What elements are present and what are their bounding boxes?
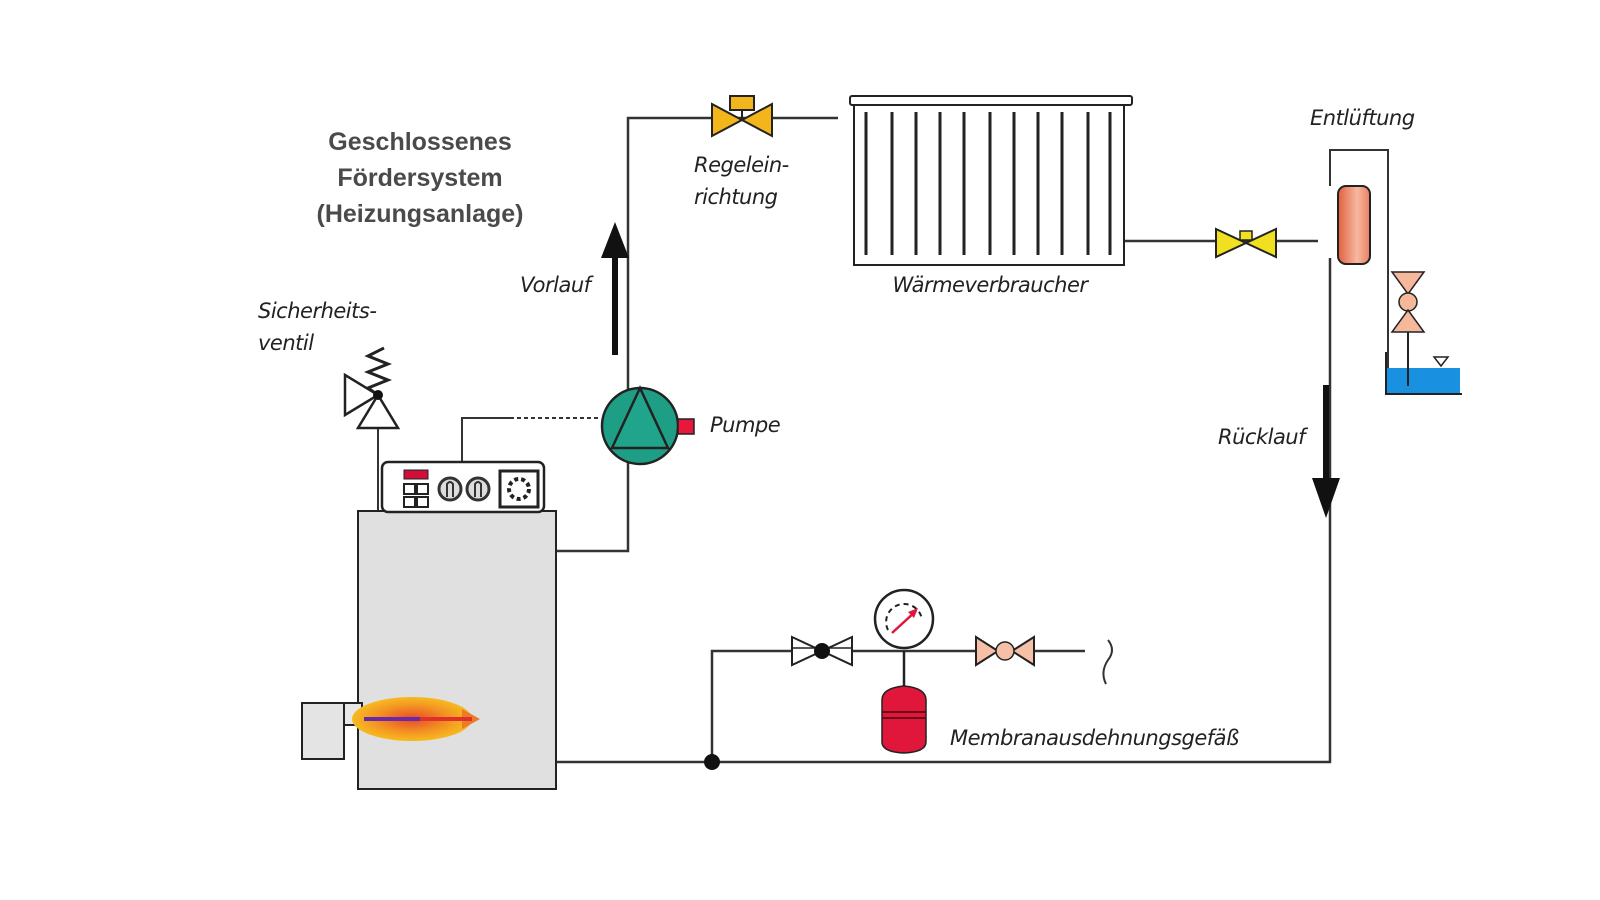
- safety-valve-label-line-1: Sicherheits-: [258, 299, 376, 323]
- return-pipe: [556, 258, 1332, 764]
- arrow-up-icon: [601, 222, 629, 258]
- control-valve-label-line-1: Regelein-: [694, 153, 789, 177]
- pipe-break-icon: [1102, 639, 1113, 685]
- title-line-2: Fördersystem: [337, 164, 502, 192]
- safety-valve-spring-icon: [363, 346, 393, 397]
- air-separator: [1337, 185, 1371, 265]
- water-collection-tank: [1385, 332, 1462, 395]
- panel-display-icon: [498, 469, 540, 509]
- expansion-vessel-body: [881, 685, 927, 754]
- safety-valve: [343, 346, 401, 430]
- panel-dial-1: [437, 476, 463, 502]
- panel-button-1: [403, 483, 416, 495]
- radiator-top-rail: [849, 95, 1133, 106]
- title-line-1: Geschlossenes: [328, 128, 511, 156]
- safety-valve-outlet-triangle: [343, 372, 381, 418]
- pressure-gauge: [873, 588, 935, 690]
- water-level: [1386, 368, 1460, 393]
- panel-button-3: [403, 496, 416, 508]
- panel-button-2: [416, 483, 429, 495]
- ball-valve: [791, 635, 853, 667]
- supply-label: Vorlauf: [520, 273, 595, 297]
- panel-dial-2: [465, 476, 491, 502]
- venting-label: Entlüftung: [1310, 106, 1415, 130]
- return-label: Rücklauf: [1218, 425, 1309, 449]
- boiler-body: [357, 510, 557, 790]
- cap-valve: [975, 635, 1035, 667]
- circulation-pump: [600, 385, 695, 466]
- radiator-fins: [864, 112, 1112, 255]
- supply-flow-arrow: [601, 222, 629, 355]
- panel-to-pump-signal-line: [461, 417, 510, 462]
- expansion-vessel-label: Membranausdehnungsgefäß: [950, 726, 1239, 750]
- pipe-junction-dot: [704, 754, 720, 770]
- title-line-3: (Heizungsanlage): [317, 200, 524, 228]
- water-level-marker-icon: [1432, 356, 1450, 368]
- pump-motor: [677, 418, 695, 435]
- control-valve: [711, 95, 773, 138]
- panel-button-4: [416, 496, 429, 508]
- return-shutoff-valve: [1215, 227, 1277, 259]
- expansion-vessel: [881, 685, 927, 754]
- pressure-gauge-dial: [873, 588, 935, 650]
- radiator-label: Wärmeverbraucher: [892, 273, 1089, 297]
- control-valve-label-line-2: richtung: [694, 185, 778, 209]
- safety-valve-inlet-triangle: [355, 392, 401, 430]
- safety-valve-label-line-2: ventil: [258, 331, 314, 355]
- air-separator-vessel: [1337, 185, 1371, 265]
- pump-triangle-icon: [610, 385, 670, 450]
- expansion-branch-pipe: [710, 649, 1085, 762]
- arrow-down-icon: [1312, 478, 1340, 518]
- pump-label: Pumpe: [710, 413, 780, 437]
- return-flow-arrow: [1312, 385, 1340, 518]
- boiler: [301, 460, 557, 790]
- supply-pipe: [556, 116, 838, 553]
- burner-housing: [301, 702, 345, 760]
- safety-valve-pivot: [373, 390, 383, 400]
- vent-pipe: [1329, 149, 1389, 380]
- radiator: [849, 95, 1133, 266]
- vent-valve: [1390, 271, 1426, 333]
- diagram-title: Geschlossenes Fördersystem (Heizungsanla…: [317, 128, 524, 228]
- control-valve-actuator: [729, 95, 755, 111]
- panel-indicator-light: [403, 469, 429, 480]
